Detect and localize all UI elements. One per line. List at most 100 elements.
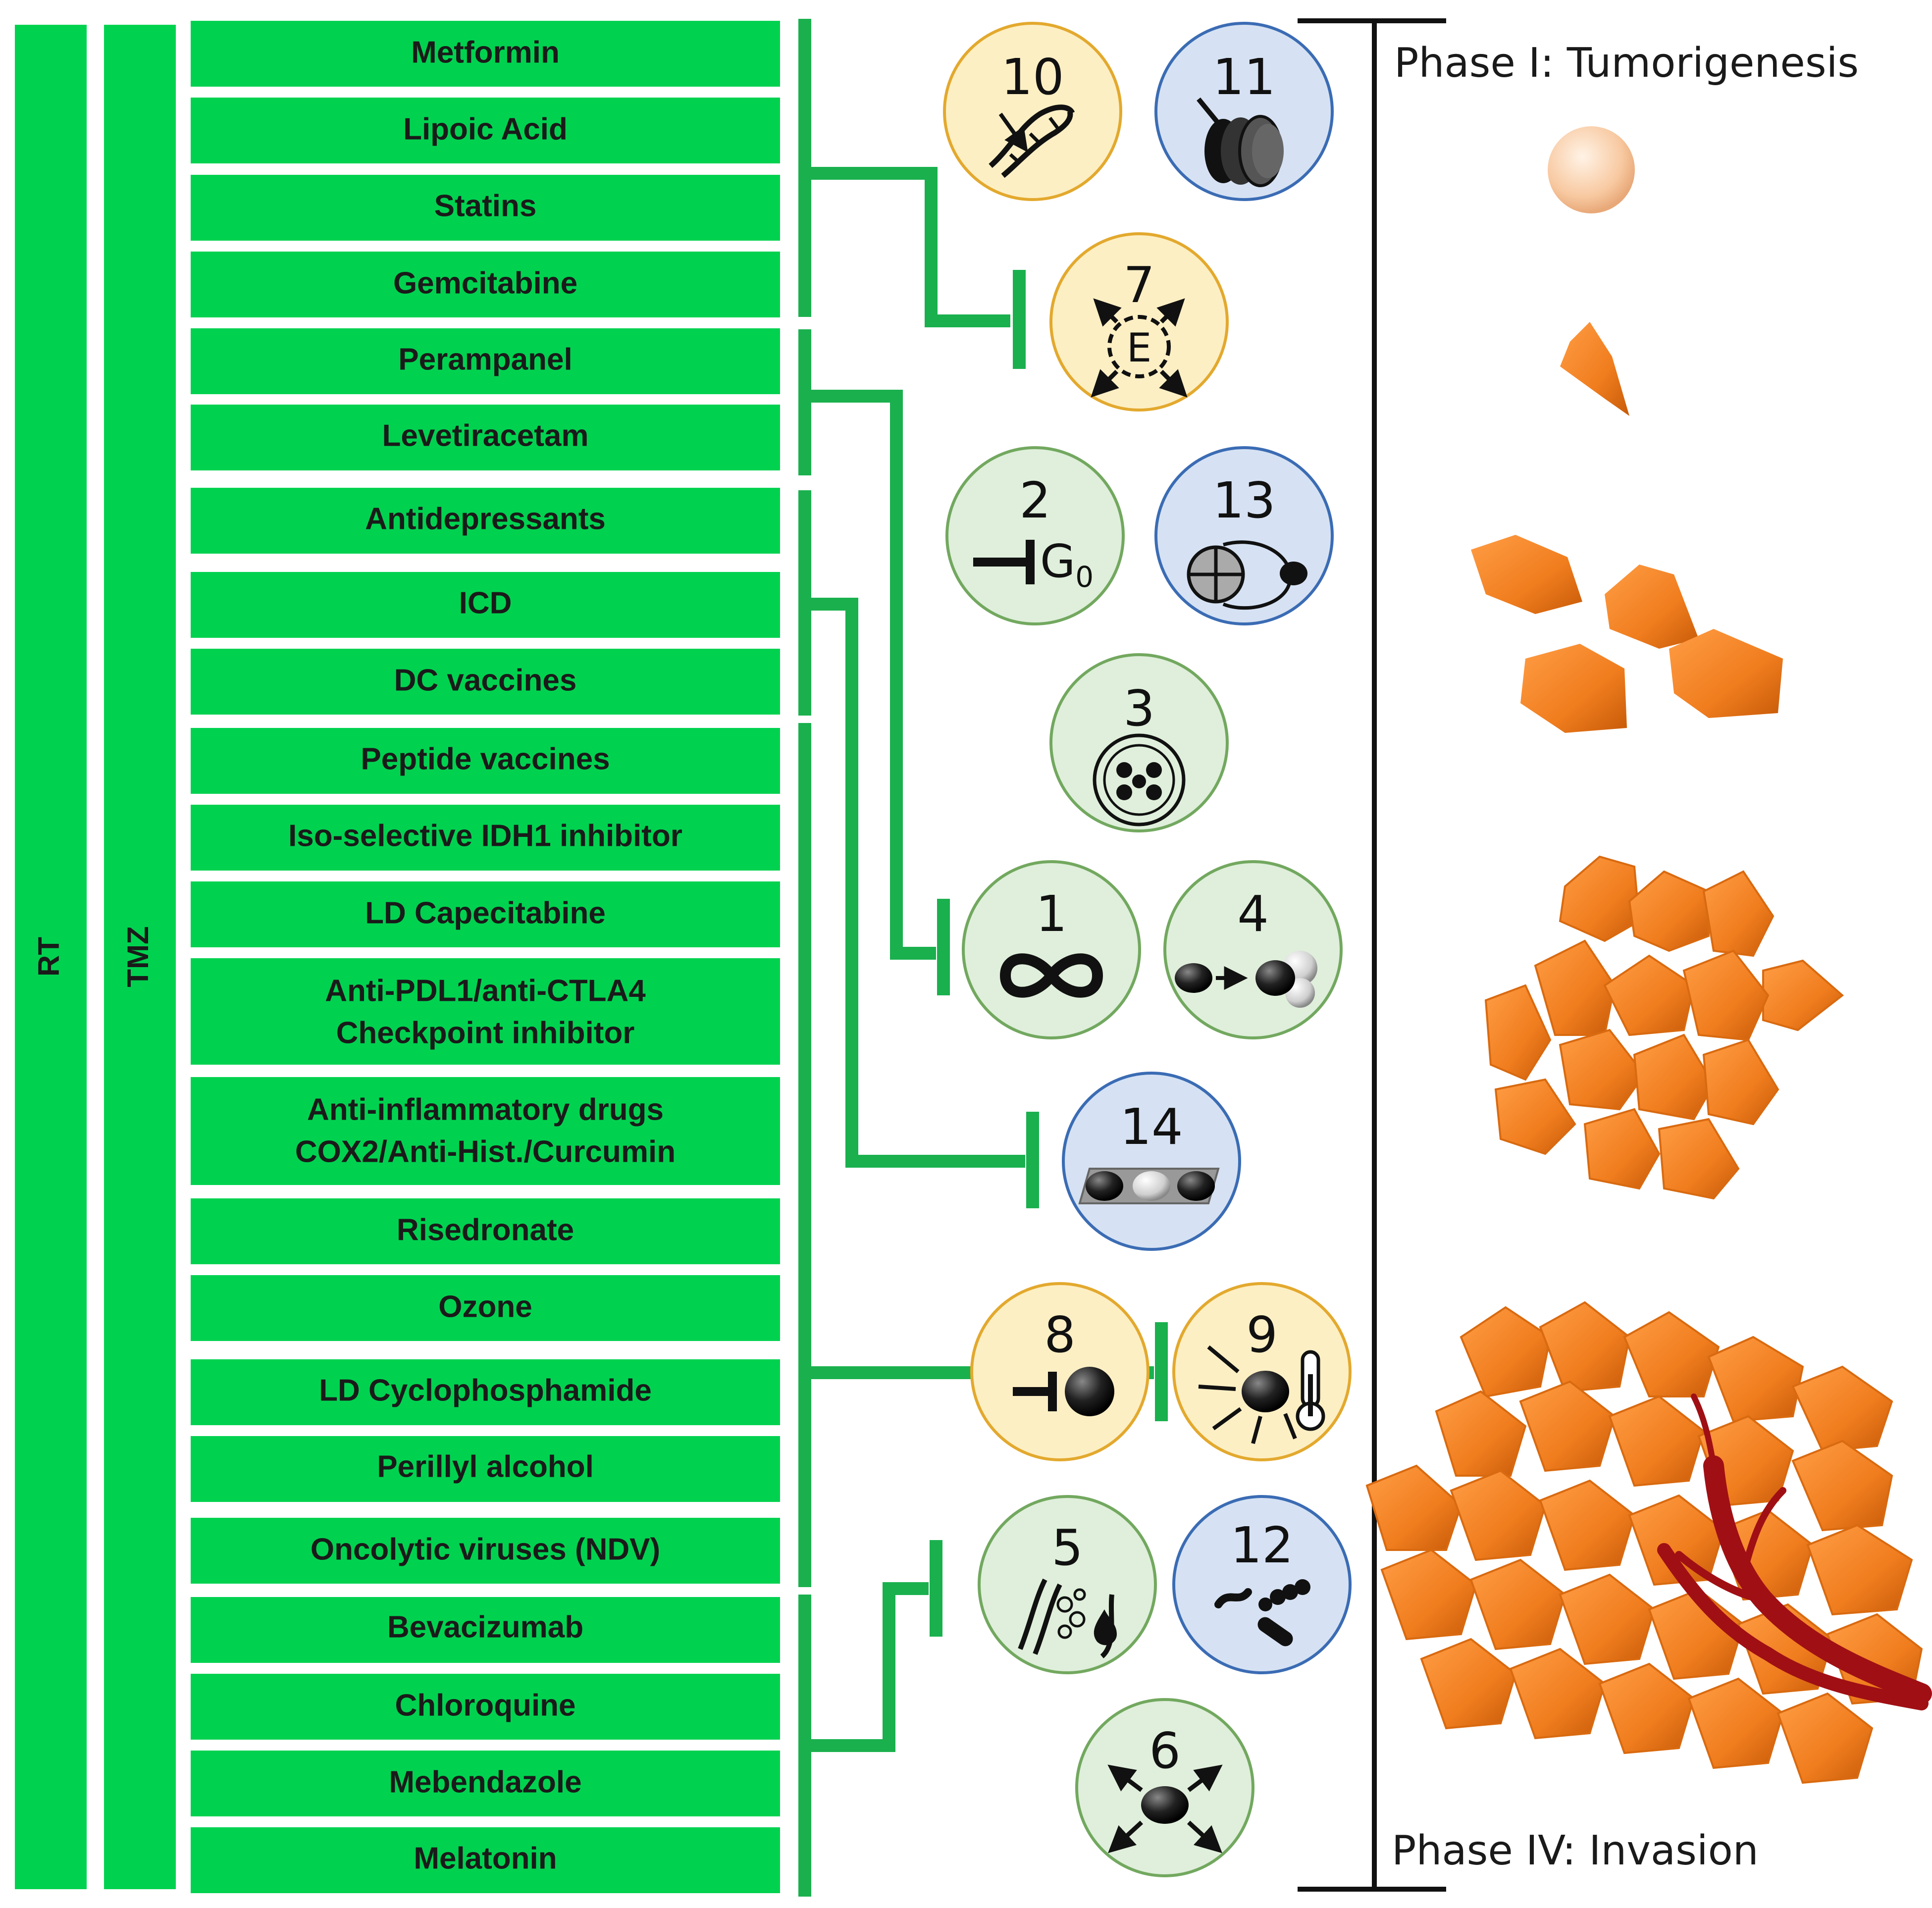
drug-label: ICD <box>459 586 512 620</box>
drug-label: Levetiracetam <box>382 418 588 453</box>
inhibition-line-to-1 <box>805 390 936 960</box>
hallmark-number: 8 <box>1044 1306 1076 1364</box>
drug-label: Anti-inflammatory drugs <box>307 1092 664 1127</box>
hallmark-3: 3 <box>1049 653 1229 832</box>
infinity-icon <box>999 953 1103 998</box>
inhibition-connectors <box>798 19 1168 1897</box>
drug-box-peptide-vaccines: Peptide vaccines <box>191 728 780 794</box>
drug-label: Gemcitabine <box>393 266 577 300</box>
drug-box-levetiracetam: Levetiracetam <box>191 405 780 470</box>
hallmark-number: 9 <box>1246 1306 1278 1364</box>
drug-label: Lipoic Acid <box>403 112 568 146</box>
first-tumor-cell <box>1560 322 1629 416</box>
immune-evasion-icon <box>1013 1367 1114 1416</box>
therapy-bar-label: TMZ <box>121 926 155 987</box>
drug-box-chloroquine: Chloroquine <box>191 1674 780 1740</box>
invasion-arrows-icon <box>1107 1764 1223 1854</box>
energy-metabolism-icon: E <box>1091 298 1188 398</box>
therapy-bars: RT TMZ <box>15 25 176 1889</box>
hallmark-8: 8 <box>970 1282 1149 1461</box>
drug-label: Metformin <box>411 35 560 69</box>
microbiome-icon <box>1214 1579 1310 1647</box>
drug-box-risedronate: Risedronate <box>191 1198 780 1264</box>
hallmark-10: 10 <box>943 22 1122 201</box>
hallmark-2: 2 G0 <box>945 446 1125 625</box>
hallmark-9: 9 <box>1172 1282 1352 1461</box>
invasive-tumor-mass <box>1365 1301 1923 1784</box>
drug-box-antidepressants: Antidepressants <box>191 488 780 554</box>
drug-label: Bevacizumab <box>387 1610 583 1644</box>
medium-tumor-cluster <box>1484 855 1844 1200</box>
drug-box-ld-cyclophosphamide: LD Cyclophosphamide <box>191 1359 780 1425</box>
hallmark-6: 6 <box>1075 1698 1254 1877</box>
drug-label: Iso-selective IDH1 inhibitor <box>288 819 682 853</box>
hallmark-number: 10 <box>1001 48 1064 106</box>
inhibition-line-to-5 <box>805 1582 929 1752</box>
drug-label: Mebendazole <box>389 1765 581 1799</box>
drug-box-metformin: Metformin <box>191 21 780 87</box>
hallmark-number: 7 <box>1123 256 1155 314</box>
cell-replication-icon <box>1175 951 1317 1008</box>
drug-box-melatonin: Melatonin <box>191 1827 780 1893</box>
hallmark-7: 7 E <box>1049 232 1229 412</box>
hallmark-number: 14 <box>1120 1098 1183 1156</box>
drug-box-bevacizumab: Bevacizumab <box>191 1597 780 1663</box>
hallmark-number: 11 <box>1212 48 1275 106</box>
hallmark-5: 5 <box>978 1495 1157 1674</box>
hallmark-4: 4 <box>1163 860 1343 1039</box>
drug-label: Oncolytic viruses (NDV) <box>311 1532 660 1566</box>
drug-box-ld-capecitabine: LD Capecitabine <box>191 881 780 947</box>
chromatin-icon <box>1197 97 1284 187</box>
hallmark-number: 1 <box>1036 885 1067 943</box>
blood-vessel <box>1657 1393 1932 1710</box>
drug-label: LD Cyclophosphamide <box>319 1373 652 1407</box>
apoptosis-resistance-icon <box>1093 733 1186 826</box>
inflammation-thermometer-icon <box>1198 1345 1325 1444</box>
drug-box-perampanel: Perampanel <box>191 328 780 394</box>
drug-label: Perillyl alcohol <box>377 1449 594 1484</box>
hallmark-11: 11 <box>1154 22 1334 201</box>
drug-label: Chloroquine <box>395 1688 575 1722</box>
drug-box-mebendazole: Mebendazole <box>191 1751 780 1816</box>
hallmark-number: 5 <box>1051 1519 1083 1577</box>
therapy-bar-rt: RT <box>15 25 87 1889</box>
drug-label: Perampanel <box>398 342 573 376</box>
hallmark-number: 3 <box>1123 679 1155 737</box>
drug-label: DC vaccines <box>394 663 577 697</box>
drug-label: Antidepressants <box>365 502 606 536</box>
hallmark-14: 14 <box>1062 1072 1241 1251</box>
drug-box-lipoic-acid: Lipoic Acid <box>191 98 780 163</box>
hallmark-number: 4 <box>1237 885 1269 943</box>
phase-label-bottom: Phase IV: Invasion <box>1392 1827 1759 1874</box>
drug-label: Melatonin <box>414 1841 557 1875</box>
drug-label: LD Capecitabine <box>365 896 606 930</box>
phase-timeline: Phase I: Tumorigenesis Phase IV: Invasio… <box>1298 18 1859 1892</box>
drug-label: Anti-PDL1/anti-CTLA4 <box>325 974 646 1008</box>
inhibition-line-to-7 <box>805 167 1010 327</box>
drug-label: Statins <box>434 189 537 223</box>
hallmark-number: 6 <box>1149 1722 1181 1780</box>
drug-label: Risedronate <box>397 1213 574 1247</box>
dna-damage-icon <box>989 104 1075 178</box>
drug-box-oncolytic-viruses: Oncolytic viruses (NDV) <box>191 1518 780 1584</box>
angiogenesis-icon <box>1018 1578 1117 1658</box>
cell-cycle-icon <box>1187 540 1307 610</box>
therapy-bar-label: RT <box>32 937 65 977</box>
hallmark-number: 12 <box>1230 1516 1293 1574</box>
svg-text:E: E <box>1127 325 1152 371</box>
hallmark-12: 12 <box>1172 1495 1352 1674</box>
drug-box-ozone: Ozone <box>191 1275 780 1341</box>
hallmark-number: 2 <box>1019 471 1051 529</box>
hallmark-13: 13 <box>1154 446 1334 625</box>
drug-box-dc-vaccines: DC vaccines <box>191 649 780 715</box>
drug-box-gemcitabine: Gemcitabine <box>191 252 780 317</box>
phase-label-top: Phase I: Tumorigenesis <box>1394 40 1859 87</box>
drug-box-anti-inflammatory: Anti-inflammatory drugsCOX2/Anti-Hist./C… <box>191 1077 780 1185</box>
drug-label: Ozone <box>438 1289 532 1324</box>
hallmark-icons: 10 11 7 <box>943 22 1352 1877</box>
tumor-progression <box>1365 126 1932 1784</box>
therapy-bar-tmz: TMZ <box>104 25 176 1889</box>
single-cell <box>1548 126 1635 213</box>
